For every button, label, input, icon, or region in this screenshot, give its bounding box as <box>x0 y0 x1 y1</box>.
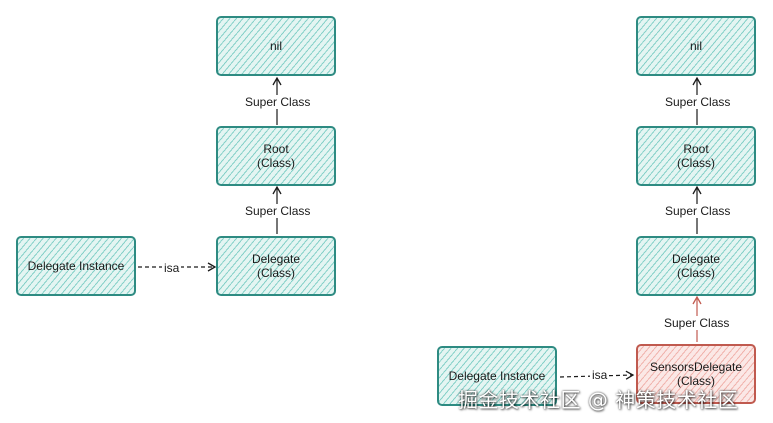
right-root-class-box: Root (Class) <box>636 126 756 186</box>
left-root-kind: (Class) <box>257 156 295 170</box>
left-super-class-label-2: Super Class <box>243 204 313 218</box>
right-nil-box: nil <box>636 16 756 76</box>
left-delegate-instance-box: Delegate Instance <box>16 236 136 296</box>
left-delegate-class-box: Delegate (Class) <box>216 236 336 296</box>
right-super-class-label-1: Super Class <box>663 95 733 109</box>
left-nil-label: nil <box>269 39 282 53</box>
watermark: 掘金技术社区 @ 神策技术社区 <box>458 388 739 412</box>
right-nil-label: nil <box>689 39 702 53</box>
right-delegate-instance-box: Delegate Instance <box>437 346 557 406</box>
right-isa-label: isa <box>590 368 610 382</box>
left-root-class-box: Root (Class) <box>216 126 336 186</box>
right-super-class-label-3: Super Class <box>662 316 732 330</box>
right-delegate-name: Delegate <box>671 252 721 266</box>
left-delegate-kind: (Class) <box>257 266 295 280</box>
right-root-name: Root <box>683 142 709 156</box>
right-sensors-name: SensorsDelegate <box>649 360 743 374</box>
right-sensors-kind: (Class) <box>677 374 715 388</box>
right-root-kind: (Class) <box>677 156 715 170</box>
left-isa-label: isa <box>162 261 182 275</box>
left-delegate-name: Delegate <box>251 252 301 266</box>
right-super-class-label-2: Super Class <box>663 204 733 218</box>
left-instance-label: Delegate Instance <box>27 259 125 273</box>
right-instance-label: Delegate Instance <box>448 369 546 383</box>
left-root-name: Root <box>263 142 289 156</box>
right-delegate-kind: (Class) <box>677 266 715 280</box>
left-nil-box: nil <box>216 16 336 76</box>
left-super-class-label-1: Super Class <box>243 95 313 109</box>
right-sensors-delegate-class-box: SensorsDelegate (Class) <box>636 344 756 404</box>
right-delegate-class-box: Delegate (Class) <box>636 236 756 296</box>
